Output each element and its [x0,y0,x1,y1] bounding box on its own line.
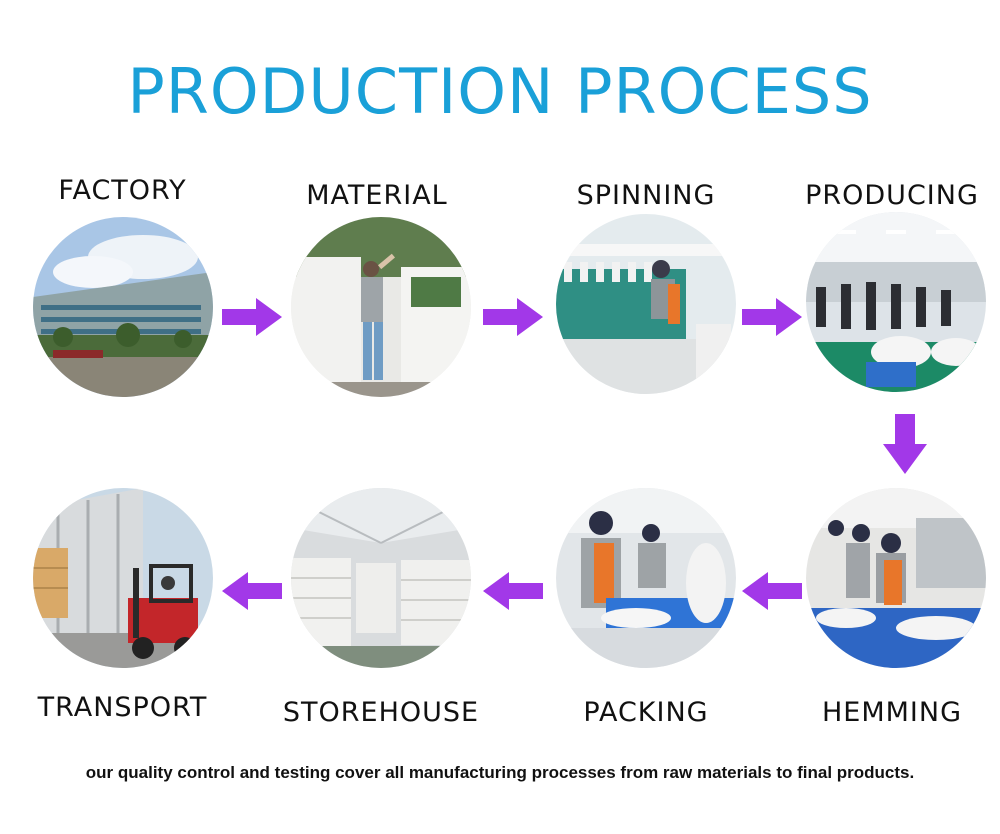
step-label: STOREHOUSE [282,697,480,728]
arrow-down-icon [883,414,927,474]
producing-photo [806,212,986,392]
arrow-right-icon [742,298,802,336]
step-label: TRANSPORT [37,692,208,723]
arrow-right-icon [483,298,543,336]
arrow-left-icon [483,572,543,610]
step-label: SPINNING [576,180,716,211]
hemming-photo [806,488,986,668]
step-label: FACTORY [58,175,187,206]
storehouse-photo [291,488,471,668]
step-label: PRODUCING [805,180,979,211]
transport-photo [33,488,213,668]
arrow-right-icon [222,298,282,336]
step-label: HEMMING [821,697,963,728]
spinning-photo [556,214,736,394]
footer-note: our quality control and testing cover al… [85,763,915,782]
arrow-left-icon [222,572,282,610]
packing-photo [556,488,736,668]
page-title: PRODUCTION PROCESS [127,55,873,128]
factory-photo [33,217,213,397]
material-photo [291,217,471,397]
step-label: MATERIAL [306,180,448,211]
step-label: PACKING [583,697,709,728]
arrow-left-icon [742,572,802,610]
